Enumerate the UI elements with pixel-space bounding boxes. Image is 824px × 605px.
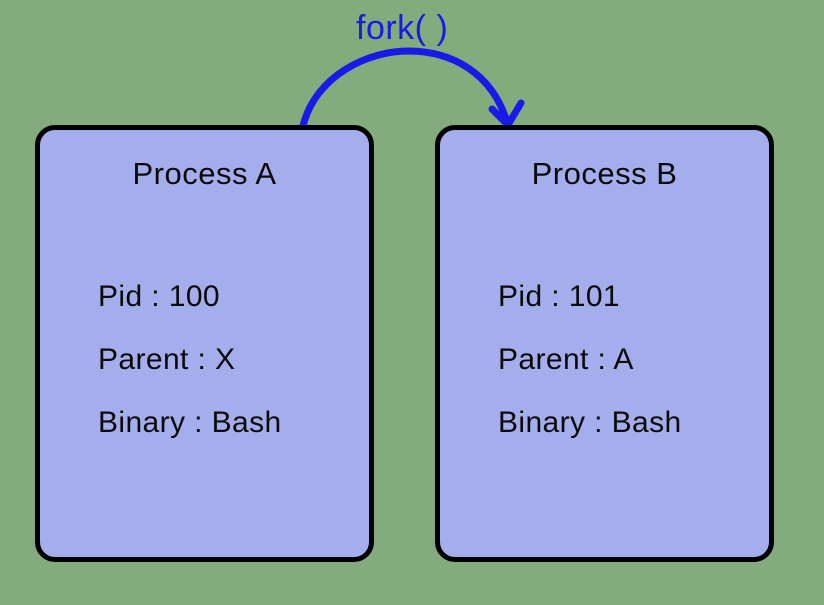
process-a-fields: Pid : 100 Parent : X Binary : Bash — [98, 280, 359, 440]
process-box-b: Process B Pid : 101 Parent : A Binary : … — [435, 125, 774, 562]
fork-call-label: fork( ) — [356, 9, 449, 47]
process-b-binary: Binary : Bash — [498, 406, 682, 439]
fork-arrow-curve — [299, 47, 511, 130]
fork-arrow-head — [488, 99, 525, 129]
process-a-parent: Parent : X — [98, 343, 236, 376]
process-b-parent: Parent : A — [498, 343, 634, 376]
process-b-title: Process B — [531, 156, 678, 191]
process-a-title: Process A — [132, 156, 277, 191]
process-a-binary: Binary : Bash — [98, 406, 282, 439]
process-a-pid: Pid : 100 — [98, 280, 221, 313]
process-box-a: Process A Pid : 100 Parent : X Binary : … — [35, 125, 374, 562]
process-b-pid: Pid : 101 — [498, 280, 621, 313]
process-b-fields: Pid : 101 Parent : A Binary : Bash — [498, 280, 759, 440]
